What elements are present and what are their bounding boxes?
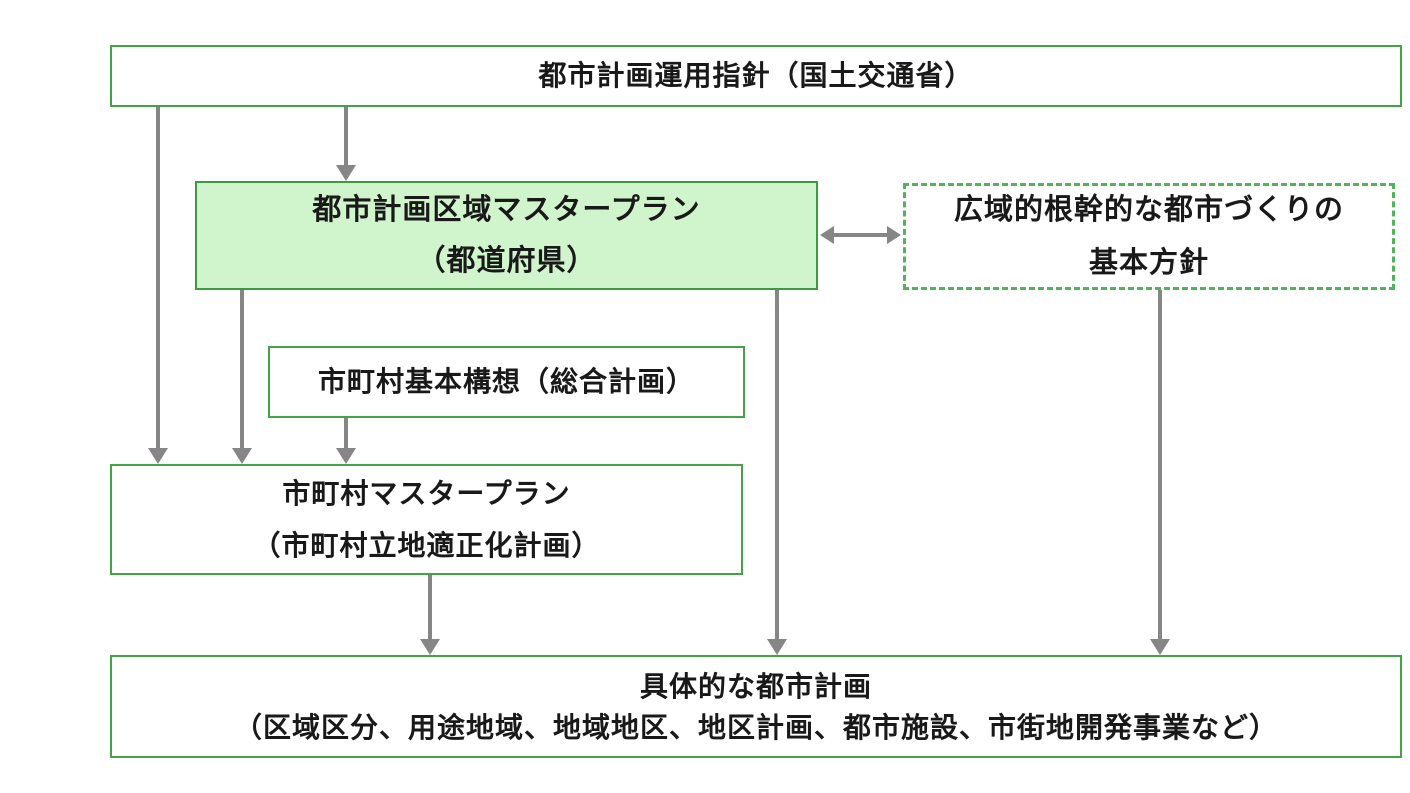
box-label-line2: （市町村立地適正化計画）	[252, 529, 601, 561]
arrow-concept-to-municipal-master-plan	[344, 418, 348, 448]
box-municipal-basic-concept: 市町村基本構想（総合計画）	[268, 346, 745, 418]
arrow-municipal-master-plan-to-concrete-plan	[428, 575, 432, 639]
arrow-area-master-plan-to-concrete-plan	[775, 290, 779, 639]
box-label-line1: 市町村マスタープラン	[282, 477, 571, 509]
arrow-guideline-to-municipal-master-plan	[156, 107, 160, 448]
arrow-area-master-plan-to-municipal-master-plan	[240, 290, 244, 448]
arrow-guideline-to-area-master-plan	[344, 107, 348, 165]
box-label-line1: 都市計画区域マスタープラン	[312, 193, 701, 226]
box-concrete-city-plans: 具体的な都市計画 （区域区分、用途地域、地域地区、地区計画、都市施設、市街地開発…	[110, 655, 1402, 758]
box-regional-fundamental-policy: 広域的根幹的な都市づくりの 基本方針	[903, 183, 1395, 290]
arrow-double-area-master-plan-regional-policy	[834, 233, 887, 237]
box-label-line2: （都道府県）	[416, 244, 597, 277]
box-label: 都市計画運用指針（国土交通省）	[538, 60, 974, 91]
box-municipal-master-plan: 市町村マスタープラン （市町村立地適正化計画）	[110, 464, 743, 575]
box-city-planning-area-master-plan: 都市計画区域マスタープラン （都道府県）	[195, 181, 818, 290]
box-label-line1: 具体的な都市計画	[639, 670, 872, 702]
box-label: 市町村基本構想（総合計画）	[317, 366, 695, 397]
box-planning-operation-guideline: 都市計画運用指針（国土交通省）	[110, 45, 1402, 107]
arrow-regional-policy-to-concrete-plan	[1158, 290, 1162, 639]
box-label-line2: （区域区分、用途地域、地域地区、地区計画、都市施設、市街地開発事業など）	[233, 711, 1278, 743]
box-label-line1: 広域的根幹的な都市づくりの	[953, 193, 1344, 226]
box-label-line2: 基本方針	[1088, 246, 1209, 279]
